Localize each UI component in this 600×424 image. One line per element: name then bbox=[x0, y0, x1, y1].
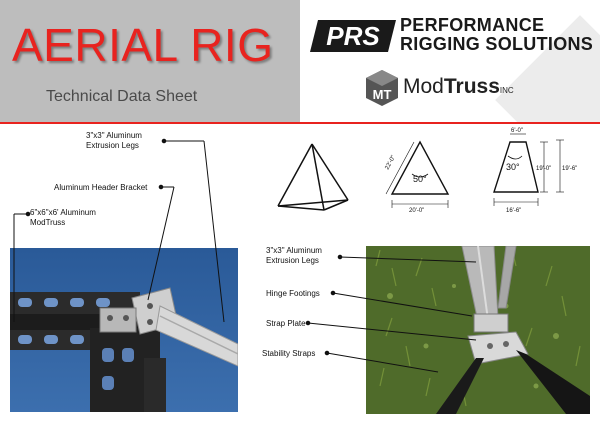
outer-height-dimension: 19'-6" bbox=[562, 166, 577, 172]
inner-height-dimension: 19'-0" bbox=[536, 166, 551, 172]
height-dimension: 22'-0" bbox=[384, 155, 396, 171]
header-divider bbox=[0, 122, 600, 124]
prs-name-line1: PERFORMANCE bbox=[400, 15, 545, 35]
label-hinge-footings: Hinge Footings bbox=[266, 289, 320, 298]
page-subtitle: Technical Data Sheet bbox=[46, 88, 198, 105]
mt-logo-text: MT bbox=[373, 87, 392, 102]
base-dimension-30: 16'-6" bbox=[506, 208, 521, 214]
footing-detail-photo bbox=[366, 246, 590, 414]
label-extrusion-legs-bottom: 3"x3" Aluminum Extrusion Legs bbox=[266, 246, 322, 265]
prs-logo: PRS bbox=[310, 20, 396, 52]
angle-label-30: 30° bbox=[506, 162, 520, 172]
label-modtruss: 6"x6"x6' Aluminum ModTruss bbox=[30, 208, 96, 227]
modtruss-logo-icon: MT bbox=[366, 70, 398, 106]
prs-logo-text: PRS bbox=[326, 21, 380, 51]
prs-company-name: PERFORMANCE RIGGING SOLUTIONS bbox=[400, 16, 593, 54]
header-title-panel: AERIAL RIG Technical Data Sheet bbox=[0, 0, 300, 122]
label-stability-straps: Stability Straps bbox=[262, 349, 316, 358]
prs-name-line2: RIGGING SOLUTIONS bbox=[400, 34, 594, 54]
elevation-30-diagram: 6'-0" 30° 19'-0" 19'-6" 16'-6" bbox=[493, 128, 577, 214]
modtruss-wordmark: ModTrussINC bbox=[403, 75, 514, 98]
header-brand-panel: PRS PERFORMANCE RIGGING SOLUTIONS MT Mod… bbox=[300, 0, 600, 122]
label-header-bracket: Aluminum Header Bracket bbox=[54, 183, 148, 192]
label-strap-plate: Strap Plate bbox=[266, 319, 306, 328]
page-title: AERIAL RIG bbox=[12, 19, 274, 71]
label-extrusion-legs-top: 3"x3" Aluminum Extrusion Legs bbox=[86, 131, 142, 150]
elevation-50-diagram: 50° 22'-0" 20'-0" bbox=[384, 140, 450, 214]
top-dimension: 6'-0" bbox=[511, 128, 523, 134]
angle-label-50: 50° bbox=[413, 174, 427, 184]
tripod-perspective-diagram bbox=[277, 143, 349, 211]
base-dimension: 20'-0" bbox=[409, 208, 424, 214]
truss-detail-photo bbox=[10, 248, 238, 412]
